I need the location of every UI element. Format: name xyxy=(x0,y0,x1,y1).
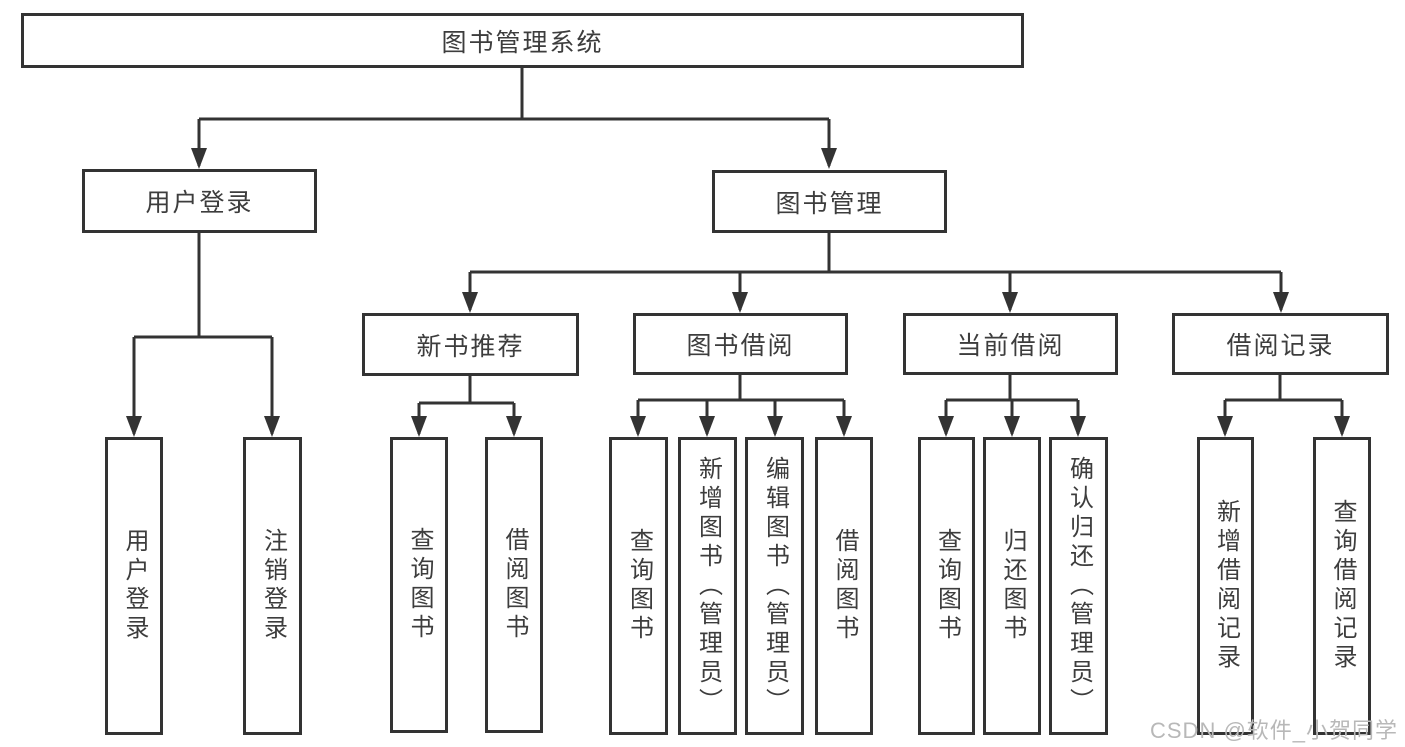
node-user-login: 用户登录 xyxy=(82,169,317,233)
node-book-borrow: 图书借阅 xyxy=(633,313,848,375)
leaf-user-login: 用户登录 xyxy=(105,437,163,735)
leaf-query-books-current: 查询图书 xyxy=(918,437,975,735)
arrowhead-icon xyxy=(821,148,837,169)
leaf-add-borrow-record: 新增借阅记录 xyxy=(1197,437,1254,735)
leaf-borrow-books: 借阅图书 xyxy=(815,437,873,735)
edge-bookmgmt-to-level3 xyxy=(468,233,1283,310)
leaf-borrow-books-recommend: 借阅图书 xyxy=(485,437,543,733)
arrowhead-icon xyxy=(506,416,522,437)
node-root-system: 图书管理系统 xyxy=(21,13,1024,68)
arrowhead-icon xyxy=(264,416,280,437)
node-book-management: 图书管理 xyxy=(712,170,947,233)
leaf-query-books-borrow: 查询图书 xyxy=(609,437,668,735)
leaf-logout: 注销登录 xyxy=(243,437,302,735)
arrowhead-icon xyxy=(1273,292,1289,313)
edge-records-to-leaves xyxy=(1223,375,1344,434)
arrowhead-icon xyxy=(630,416,646,437)
arrowhead-icon xyxy=(1070,416,1086,437)
arrowhead-icon xyxy=(1002,292,1018,313)
arrowhead-icon xyxy=(767,416,783,437)
leaf-return-books: 归还图书 xyxy=(983,437,1041,735)
node-new-book-recommend: 新书推荐 xyxy=(362,313,579,376)
arrowhead-icon xyxy=(732,292,748,313)
arrowhead-icon xyxy=(938,416,954,437)
arrowhead-icon xyxy=(191,148,207,169)
arrowhead-icon xyxy=(836,416,852,437)
arrowhead-icon xyxy=(462,292,478,313)
arrowhead-icon xyxy=(1004,416,1020,437)
node-borrow-records: 借阅记录 xyxy=(1172,313,1389,375)
csdn-watermark: CSDN @软件_小贺同学 xyxy=(1150,718,1399,743)
edge-bookborrow-to-leaves xyxy=(636,375,846,434)
arrowhead-icon xyxy=(126,416,142,437)
leaf-query-books-recommend: 查询图书 xyxy=(390,437,448,733)
arrowhead-icon xyxy=(1217,416,1233,437)
leaf-query-borrow-record: 查询借阅记录 xyxy=(1313,437,1371,735)
leaf-add-books-admin: 新增图书（管理员） xyxy=(678,437,737,735)
arrowhead-icon xyxy=(411,416,427,437)
arrowhead-icon xyxy=(1334,416,1350,437)
arrowhead-icon xyxy=(699,416,715,437)
leaf-confirm-return-admin: 确认归还（管理员） xyxy=(1049,437,1108,735)
edge-userlogin-to-leaves xyxy=(132,233,274,434)
node-current-borrow: 当前借阅 xyxy=(903,313,1118,375)
edge-newbook-to-leaves xyxy=(417,376,516,434)
edge-root-to-level2 xyxy=(197,68,831,166)
leaf-edit-books-admin: 编辑图书（管理员） xyxy=(745,437,804,735)
